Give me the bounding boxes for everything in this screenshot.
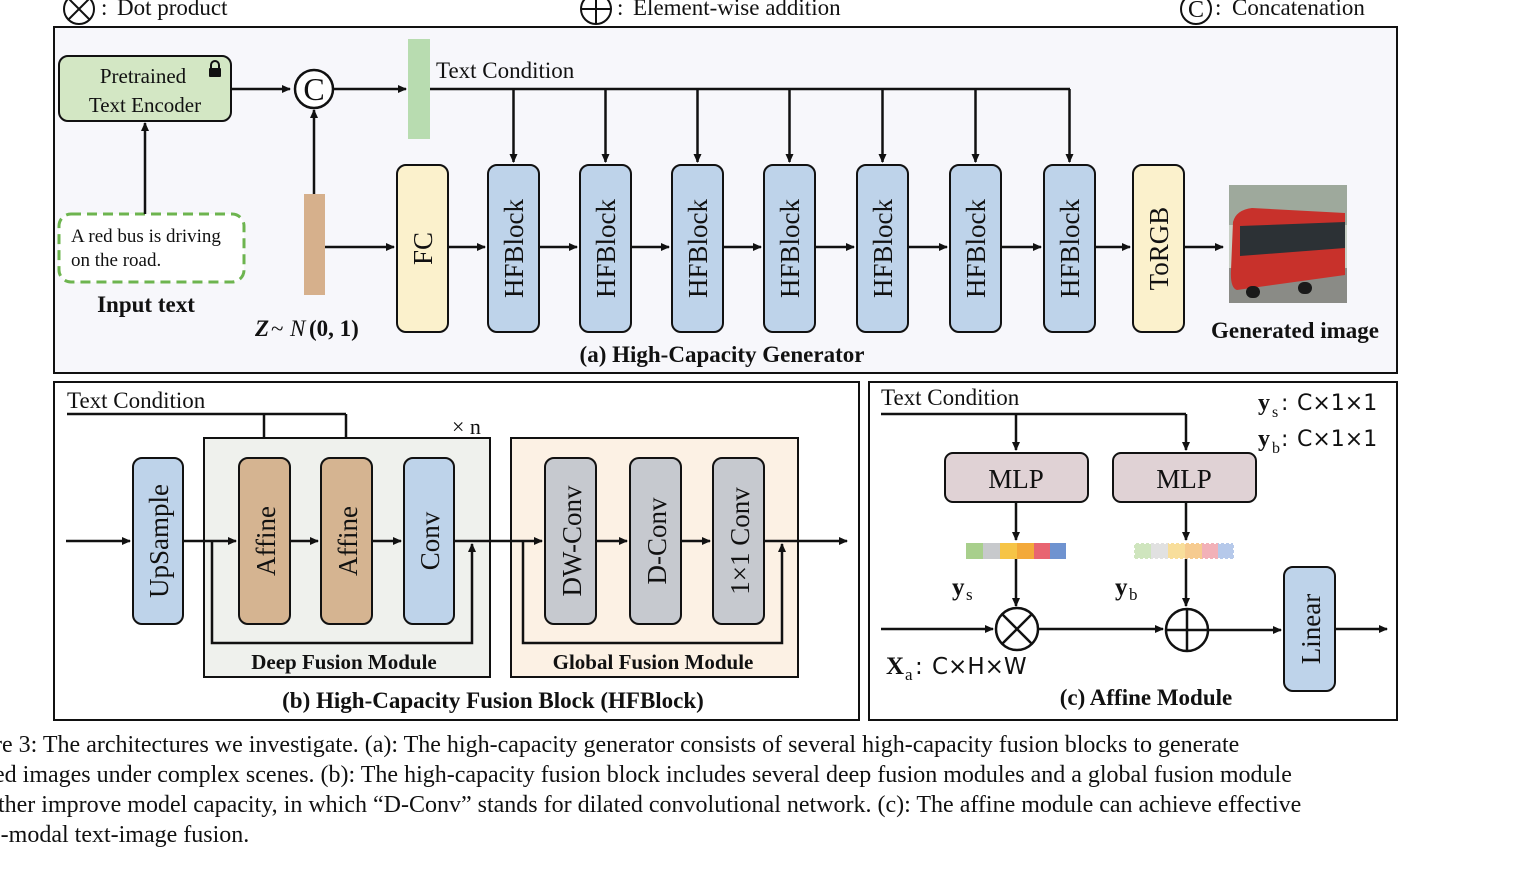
- hfblock-6-label: HFBlock: [961, 198, 991, 298]
- yb-label: y: [1115, 574, 1128, 601]
- dot-product-legend-icon: [63, 0, 95, 25]
- input-text-box: [57, 212, 246, 284]
- yb-vector: [1133, 542, 1235, 560]
- upsample-label: UpSample: [144, 484, 174, 598]
- conv-label: Conv: [415, 511, 445, 570]
- deep-fusion-skip-arrow: [210, 541, 476, 645]
- linear-label: Linear: [1296, 594, 1326, 664]
- concat-symbol: C: [303, 71, 324, 107]
- encoder-label-line1: Pretrained: [100, 64, 187, 88]
- mlp-bias-box: [1112, 452, 1257, 503]
- legend-add-label: Element-wise addition: [633, 0, 841, 20]
- condition-arrows: [509, 89, 1074, 163]
- hfblock-4-label: HFBlock: [775, 198, 805, 298]
- dw-conv-label: DW-Conv: [557, 485, 587, 596]
- text-condition-vector: [408, 39, 430, 139]
- legend-add-sep: :: [617, 0, 623, 20]
- affine1-label: Affine: [251, 506, 281, 576]
- caption-line-3: further improve model capacity, in which…: [0, 792, 1302, 818]
- noise-vector: [304, 194, 325, 295]
- legend-dot-label: Dot product: [117, 0, 228, 20]
- legend-concat-symbol: C: [1188, 0, 1204, 23]
- caption-line-1: gure 3: The architectures we investigate…: [0, 732, 1240, 758]
- noise-args: (0, 1): [309, 316, 359, 341]
- hfblock-7-label: HFBlock: [1055, 198, 1085, 298]
- hfblock-7-box: [1043, 164, 1096, 333]
- hfblock-1-box: [487, 164, 540, 333]
- conv1x1-label: 1×1 Conv: [725, 487, 755, 595]
- affine2-label: Affine: [333, 506, 363, 576]
- hfblock-2-label: HFBlock: [591, 198, 621, 298]
- input-text-caption: Input text: [97, 292, 195, 317]
- fc-label: FC: [408, 232, 438, 265]
- noise-tilde: ~: [271, 316, 283, 341]
- torgb-label: ToRGB: [1144, 207, 1174, 291]
- noise-n: N: [289, 316, 307, 341]
- panel-b-hfblock: Text Condition × n Deep Fusion Module Gl…: [53, 381, 860, 721]
- noise-label: Z ~ N (0, 1): [254, 316, 359, 341]
- panel-b-text-condition-label: Text Condition: [67, 388, 206, 413]
- legend: : Dot product : Element-wise addition C …: [63, 0, 1365, 25]
- ys-label: y: [952, 574, 965, 601]
- deep-fusion-label: Deep Fusion Module: [251, 650, 437, 674]
- mlp-scale-label: MLP: [988, 464, 1044, 494]
- ys-shape: C×1×1: [1297, 391, 1377, 416]
- ys-legend-colon: :: [1281, 391, 1288, 416]
- legend-dot-sep: :: [101, 0, 107, 20]
- panel-c-affine-module: Text Condition y s : C×1×1 y b : C×1×1 M…: [868, 381, 1398, 721]
- yb-label-sub: b: [1129, 585, 1138, 604]
- panel-a-text-condition-label: Text Condition: [436, 58, 575, 83]
- xa-shape: C×H×W: [932, 654, 1027, 680]
- architecture-figure: : Dot product : Element-wise addition C …: [53, 0, 1398, 721]
- generated-bus-image: [1229, 185, 1347, 303]
- yb-legend-colon: :: [1281, 427, 1288, 452]
- input-text-line2: on the road.: [71, 250, 161, 271]
- caption-line-2: sired images under complex scenes. (b): …: [0, 762, 1292, 788]
- caption-line-4: oss-modal text-image fusion.: [0, 822, 250, 848]
- d-conv-label: D-Conv: [642, 497, 672, 584]
- ys-vector: [966, 543, 1066, 559]
- figure-caption: gure 3: The architectures we investigate…: [0, 730, 1475, 850]
- dot-product-icon: [994, 606, 1040, 652]
- global-fusion-skip-arrow: [521, 541, 786, 645]
- noise-z: Z: [254, 316, 269, 341]
- yb-shape: C×1×1: [1297, 427, 1377, 452]
- xa-label-sub: a: [905, 665, 913, 684]
- global-fusion-label: Global Fusion Module: [553, 650, 754, 674]
- xa-colon: :: [915, 654, 923, 680]
- hfblock-2-box: [579, 164, 632, 333]
- hfblock-1-label: HFBlock: [499, 198, 529, 298]
- ys-label-sub: s: [966, 585, 973, 604]
- generated-image-caption: Generated image: [1211, 318, 1379, 343]
- panel-c-text-condition-label: Text Condition: [881, 385, 1020, 410]
- yb-legend-y: y: [1258, 426, 1270, 452]
- mlp-bias-label: MLP: [1156, 464, 1212, 494]
- concatenation-legend-icon: C: [1180, 0, 1212, 25]
- hfblock-6-box: [949, 164, 1002, 333]
- ys-legend-y: y: [1258, 390, 1270, 416]
- panel-a-title: (a) High-Capacity Generator: [580, 342, 865, 367]
- legend-concat-label: Concatenation: [1232, 0, 1365, 20]
- lock-icon: [209, 60, 221, 77]
- ys-legend-sub: s: [1272, 404, 1278, 421]
- hfblock-3-label: HFBlock: [683, 198, 713, 298]
- torgb-box: [1132, 164, 1185, 333]
- hfblock-5-label: HFBlock: [868, 198, 898, 298]
- xa-label: X: [886, 653, 904, 680]
- repeat-n-label: × n: [452, 414, 481, 439]
- hfblock-5-box: [856, 164, 909, 333]
- panel-c-title: (c) Affine Module: [1060, 685, 1232, 710]
- element-wise-addition-icon: [1164, 607, 1210, 653]
- encoder-label-line2: Text Encoder: [89, 93, 201, 117]
- hfblock-3-box: [671, 164, 724, 333]
- panel-a-high-capacity-generator: Pretrained Text Encoder A red bus is dri…: [53, 26, 1398, 374]
- legend-concat-sep: :: [1215, 0, 1221, 20]
- generator-chain: FC HFBlock HFBlock HFBlock HFBlock HFBlock HFB…: [396, 164, 1224, 333]
- input-text-line1: A red bus is driving: [71, 226, 221, 247]
- element-wise-addition-legend-icon: [580, 0, 612, 25]
- hfblock-4-box: [763, 164, 816, 333]
- panel-b-title: (b) High-Capacity Fusion Block (HFBlock): [282, 688, 704, 713]
- fc-box: [396, 164, 449, 333]
- yb-legend-sub: b: [1272, 440, 1280, 457]
